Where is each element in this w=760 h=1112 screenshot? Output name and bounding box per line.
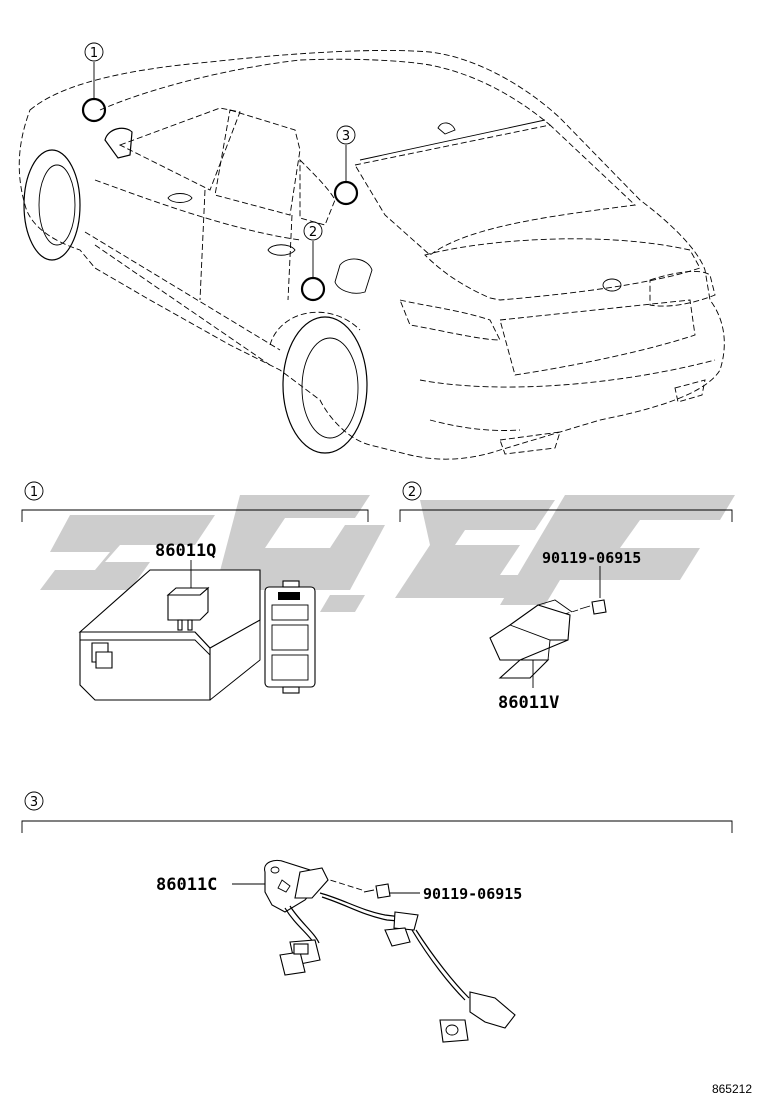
callout-1: 1 [84,42,104,62]
watermark-logo [40,495,735,612]
part-number-bolt-a: 90119-06915 [542,549,641,567]
part-number-bolt-b: 90119-06915 [423,885,522,903]
relay-86011V [489,599,573,679]
location-marker-1 [81,97,107,123]
section-3: 3 86011C [21,791,733,1043]
bolt-a [579,599,607,615]
callout-3: 3 [336,125,356,145]
section-1: 1 86011Q [21,481,369,701]
svg-text:2: 2 [309,225,317,240]
section-2-number: 2 [408,485,416,500]
location-marker-3 [333,180,359,206]
wire-harness-86011C [264,859,516,1043]
svg-text:1: 1 [90,46,98,61]
connector-block [264,580,316,694]
svg-text:3: 3 [342,129,350,144]
relay-86011Q [166,586,210,631]
location-marker-2 [300,276,326,302]
part-number-86011C: 86011C [156,875,217,895]
callout-2: 2 [303,221,323,241]
part-number-86011V: 86011V [498,693,559,713]
part-number-86011Q: 86011Q [155,541,216,561]
section-1-number: 1 [30,485,38,500]
figure-id: 865212 [712,1082,752,1096]
car-illustration [18,50,725,460]
section-3-number: 3 [30,795,38,810]
section-2: 2 90119-06915 86011V [399,481,733,713]
bolt-b [363,883,391,899]
